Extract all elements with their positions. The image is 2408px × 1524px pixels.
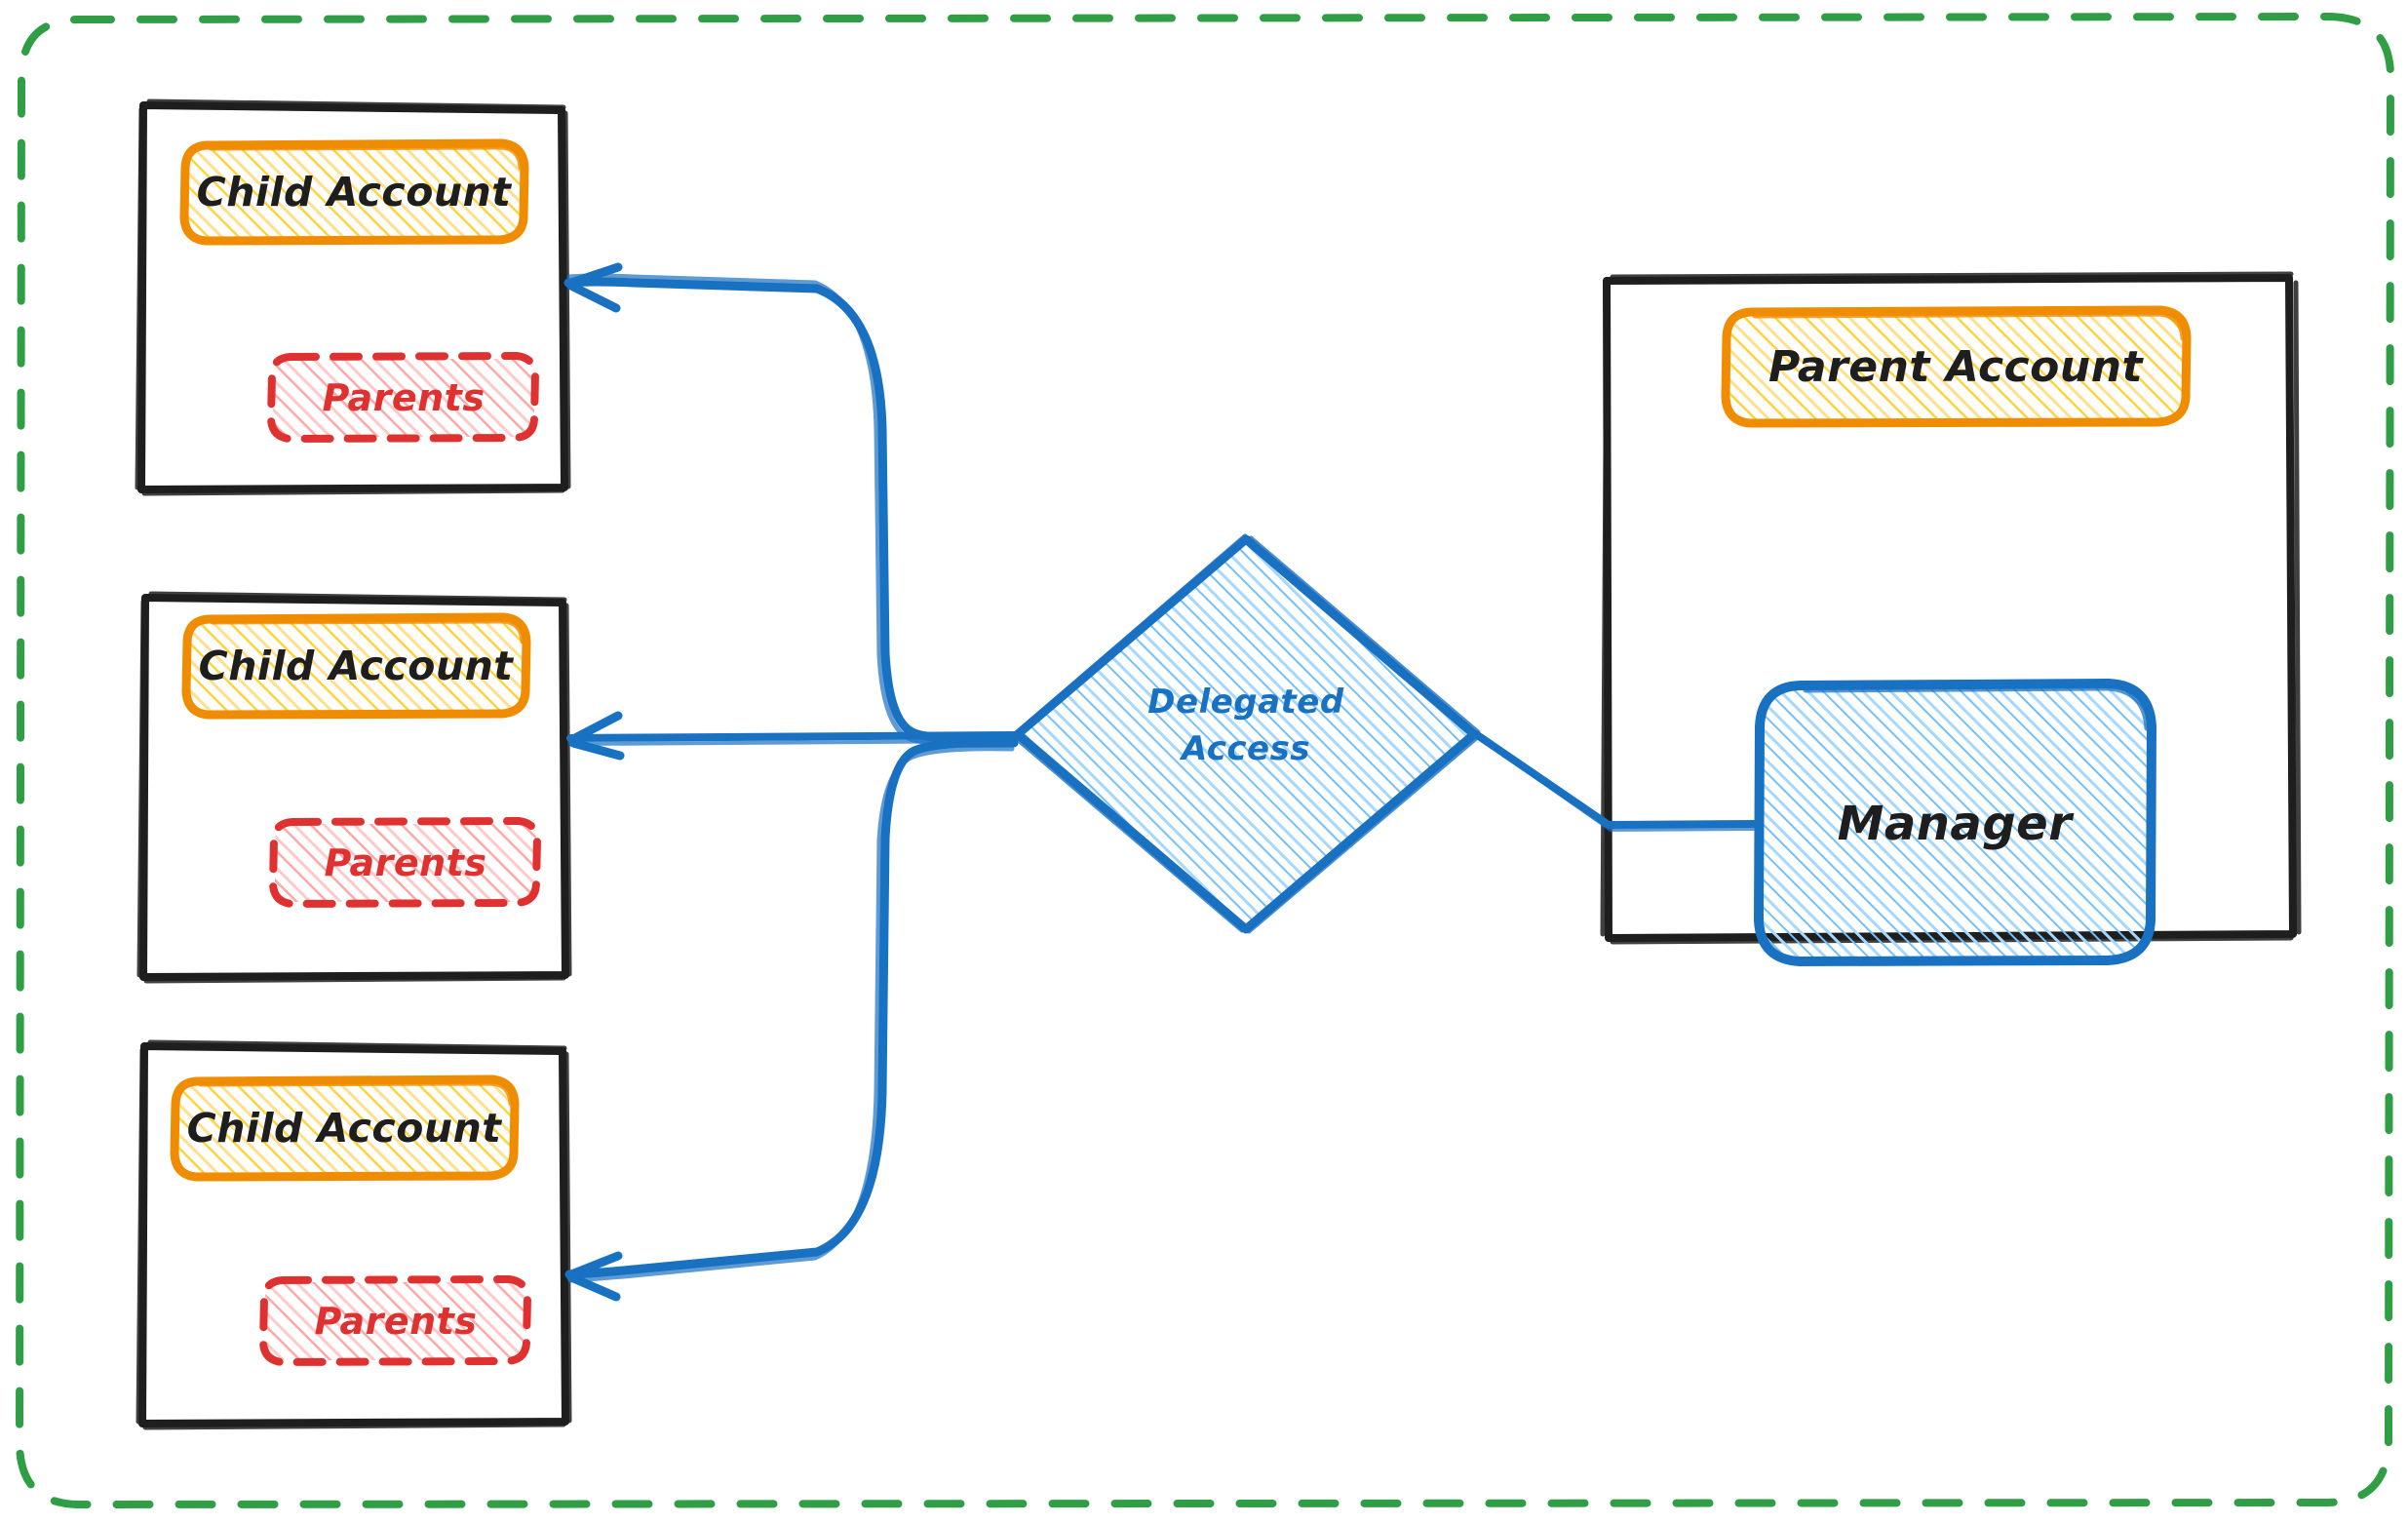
child-account-box-3[interactable]: [170, 1075, 520, 1182]
parent-account-box[interactable]: [1721, 305, 2192, 428]
delegated-access-diamond[interactable]: [1011, 533, 1481, 934]
child-account-box-2[interactable]: [181, 612, 531, 720]
connector-manager-to-delegated: [1472, 730, 1761, 833]
parents-box-1[interactable]: [266, 351, 540, 444]
child-account-box-1[interactable]: [179, 138, 529, 246]
parents-box-2[interactable]: [268, 816, 542, 909]
arrow-delegated-to-child-3: [564, 738, 1019, 1302]
parents-box-3[interactable]: [258, 1274, 532, 1367]
arrow-delegated-to-child-1: [563, 262, 1019, 748]
organization-boundary: [15, 12, 2395, 1509]
manager-box[interactable]: [1753, 678, 2157, 967]
